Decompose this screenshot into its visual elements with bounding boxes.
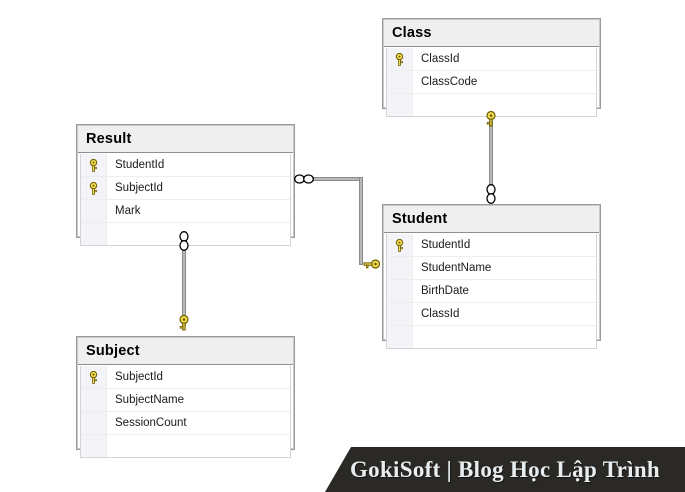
field-row-empty[interactable] [387, 94, 596, 116]
key-icon [89, 181, 98, 195]
field-row-empty[interactable] [387, 326, 596, 348]
relationship-marker-key-student [362, 256, 381, 277]
field-name: ClassId [421, 53, 460, 65]
field-row-empty[interactable] [81, 435, 290, 457]
relationship-marker-key-class [483, 110, 499, 133]
key-cell-empty [81, 435, 107, 457]
field-row[interactable]: SessionCount [81, 412, 290, 435]
footer-banner: GokiSoft | Blog Học Lập Trình [325, 447, 685, 492]
entity-inner: Result StudentId [77, 125, 294, 246]
field-row[interactable]: ClassId [387, 303, 596, 326]
entity-table-result[interactable]: Result StudentId [76, 124, 295, 246]
key-cell-empty [81, 389, 107, 411]
key-icon [395, 52, 404, 66]
relationship-marker-infinity-student [485, 183, 497, 210]
primary-key-cell [387, 234, 413, 256]
field-row[interactable]: BirthDate [387, 280, 596, 303]
field-name: ClassCode [421, 76, 478, 88]
field-row[interactable]: StudentName [387, 257, 596, 280]
field-row[interactable]: StudentId [387, 234, 596, 257]
entity-title-student: Student [384, 206, 599, 233]
field-name: BirthDate [421, 285, 469, 297]
field-row[interactable]: SubjectName [81, 389, 290, 412]
entity-table-class[interactable]: Class ClassId ClassCode [382, 18, 601, 117]
key-cell-empty [387, 303, 413, 325]
connector-line-horizontal [308, 177, 363, 181]
key-icon [395, 238, 404, 252]
field-name: SubjectId [115, 182, 163, 194]
entity-title-subject: Subject [78, 338, 293, 365]
field-name: SubjectId [115, 371, 163, 383]
key-cell-empty [387, 71, 413, 93]
key-icon [89, 158, 98, 172]
field-row[interactable]: Mark [81, 200, 290, 223]
relationship-marker-key-subject [176, 313, 192, 338]
field-list: ClassId ClassCode [386, 48, 597, 117]
key-cell-empty [387, 257, 413, 279]
field-row[interactable]: StudentId [81, 154, 290, 177]
entity-title-class: Class [384, 20, 599, 47]
primary-key-cell [81, 154, 107, 176]
field-list: StudentId StudentName BirthDate ClassId [386, 234, 597, 349]
key-cell-empty [81, 412, 107, 434]
key-cell-empty [387, 280, 413, 302]
field-list: StudentId SubjectId Mark [80, 154, 291, 246]
key-cell-empty [387, 94, 413, 116]
footer-banner-text: GokiSoft | Blog Học Lập Trình [349, 456, 661, 482]
relationship-marker-infinity-result-subject [178, 230, 190, 257]
field-name: ClassId [421, 308, 460, 320]
entity-title-result: Result [78, 126, 293, 153]
key-icon [89, 370, 98, 384]
field-name: StudentName [421, 262, 492, 274]
primary-key-cell [81, 177, 107, 199]
entity-table-subject[interactable]: Subject SubjectId SubjectNa [76, 336, 295, 458]
key-cell-empty [387, 326, 413, 348]
field-row-empty[interactable] [81, 223, 290, 245]
entity-inner: Class ClassId ClassCode [383, 19, 600, 117]
field-row[interactable]: ClassCode [387, 71, 596, 94]
field-name: StudentId [115, 159, 165, 171]
key-cell-empty [81, 223, 107, 245]
primary-key-cell [387, 48, 413, 70]
field-row[interactable]: SubjectId [81, 366, 290, 389]
connector-line-vertical [359, 177, 363, 265]
field-name: SubjectName [115, 394, 185, 406]
field-name: StudentId [421, 239, 471, 251]
field-list: SubjectId SubjectName SessionCount [80, 366, 291, 458]
entity-inner: Subject SubjectId SubjectNa [77, 337, 294, 458]
field-name: SessionCount [115, 417, 187, 429]
field-name: Mark [115, 205, 141, 217]
relationship-marker-infinity-result [293, 172, 315, 190]
entity-table-student[interactable]: Student StudentId StudentNa [382, 204, 601, 349]
key-cell-empty [81, 200, 107, 222]
field-row[interactable]: ClassId [387, 48, 596, 71]
field-row[interactable]: SubjectId [81, 177, 290, 200]
primary-key-cell [81, 366, 107, 388]
entity-inner: Student StudentId StudentNa [383, 205, 600, 349]
